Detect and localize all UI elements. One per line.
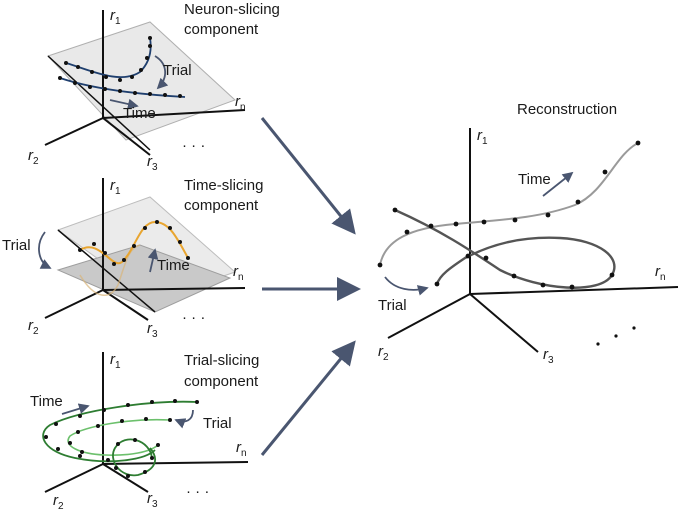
trial-axis-label-r1: r1 xyxy=(110,351,121,371)
axis-r3 xyxy=(102,463,149,493)
axis-rn xyxy=(469,286,679,295)
neuron-axis-label-r1: r1 xyxy=(110,7,121,27)
recon-time-arrow xyxy=(542,171,574,197)
neuron-title-line1: Neuron-slicing xyxy=(184,1,280,18)
time-trial-label: Trial xyxy=(2,237,31,254)
trial-points xyxy=(44,399,199,478)
neuron-trial-label: Trial xyxy=(163,62,192,79)
trial-spiral-outer xyxy=(42,400,198,463)
axis-r2 xyxy=(44,289,104,319)
axis-r3 xyxy=(469,293,539,353)
trial-slicing-panel: Trial-slicing component Time Trial r1 rn… xyxy=(30,351,259,512)
trial-trial-label: Trial xyxy=(203,415,232,432)
neuron-axis-label-r3: r3 xyxy=(147,153,158,173)
trial-time-label: Time xyxy=(30,393,63,410)
trial-title-line1: Trial-slicing xyxy=(184,352,259,369)
axis-r3 xyxy=(102,289,149,321)
time-axis-label-rn: rn xyxy=(233,263,244,283)
time-plane-dark xyxy=(56,244,232,313)
trial-time-arrow xyxy=(61,403,90,415)
neuron-time-label: Time xyxy=(123,105,156,122)
neuron-ellipsis: · · · xyxy=(182,137,205,154)
trial-axis-label-r2: r2 xyxy=(53,492,64,512)
axis-rn xyxy=(102,109,246,119)
recon-axis-label-r2: r2 xyxy=(378,343,389,363)
reconstruction-panel: Reconstruction Time Trial r1 rn r2 r3 xyxy=(377,101,679,366)
axis-r2 xyxy=(44,463,104,493)
trial-trial-arrow xyxy=(174,409,194,429)
neuron-points xyxy=(58,36,182,98)
time-points xyxy=(78,220,190,266)
plane-edge xyxy=(57,229,156,313)
recon-axis-label-rn: rn xyxy=(655,263,666,283)
time-time-label: Time xyxy=(157,257,190,274)
connector-arrows xyxy=(260,117,361,456)
recon-axis-label-r3: r3 xyxy=(543,346,554,366)
recon-trial-arrow xyxy=(384,276,429,296)
neuron-time-arrow xyxy=(109,98,139,110)
plane-edge-back xyxy=(47,55,151,151)
time-trial-arrow xyxy=(38,231,52,269)
neuron-curve-2 xyxy=(59,77,186,98)
trial-ellipsis: · · · xyxy=(186,483,209,500)
recon-curve-dark xyxy=(394,208,616,289)
reconstruction-title: Reconstruction xyxy=(517,101,617,118)
axis-r2 xyxy=(44,117,104,146)
neuron-plane xyxy=(47,21,236,141)
arrow-neuron-to-reconstruction xyxy=(260,117,356,235)
axis-rn xyxy=(102,461,249,465)
time-slicing-panel: Time-slicing component Trial Time r1 rn … xyxy=(2,177,263,340)
neuron-title-line2: component xyxy=(184,21,259,38)
trial-axis-label-rn: rn xyxy=(236,439,247,459)
recon-trial-label: Trial xyxy=(378,297,407,314)
time-title-line1: Time-slicing xyxy=(184,177,263,194)
axis-rn xyxy=(102,287,246,291)
neuron-slicing-panel: Neuron-slicing component Trial Time r1 r… xyxy=(28,1,280,173)
time-title-line2: component xyxy=(184,197,259,214)
neuron-trial-arrow xyxy=(154,55,169,90)
time-axis-label-r1: r1 xyxy=(110,177,121,197)
time-axis-label-r3: r3 xyxy=(147,320,158,340)
axis-r2 xyxy=(387,293,471,339)
recon-ellipsis-dots xyxy=(596,326,636,346)
time-ellipsis: · · · xyxy=(182,309,205,326)
recon-axis-label-r1: r1 xyxy=(477,127,488,147)
time-axis-label-r2: r2 xyxy=(28,317,39,337)
neuron-curve-1 xyxy=(65,37,152,79)
axis-r3 xyxy=(102,117,151,156)
neuron-axis-label-rn: rn xyxy=(235,93,246,113)
time-curve-faint xyxy=(79,244,141,296)
recon-time-label: Time xyxy=(518,171,551,188)
trial-title-line2: component xyxy=(184,373,259,390)
time-time-arrow xyxy=(147,248,159,273)
recon-curve-light xyxy=(379,142,639,266)
neuron-axis-label-r2: r2 xyxy=(28,147,39,167)
arrow-trial-to-reconstruction xyxy=(260,340,356,456)
trial-axis-label-r3: r3 xyxy=(147,490,158,510)
recon-points xyxy=(377,140,641,290)
